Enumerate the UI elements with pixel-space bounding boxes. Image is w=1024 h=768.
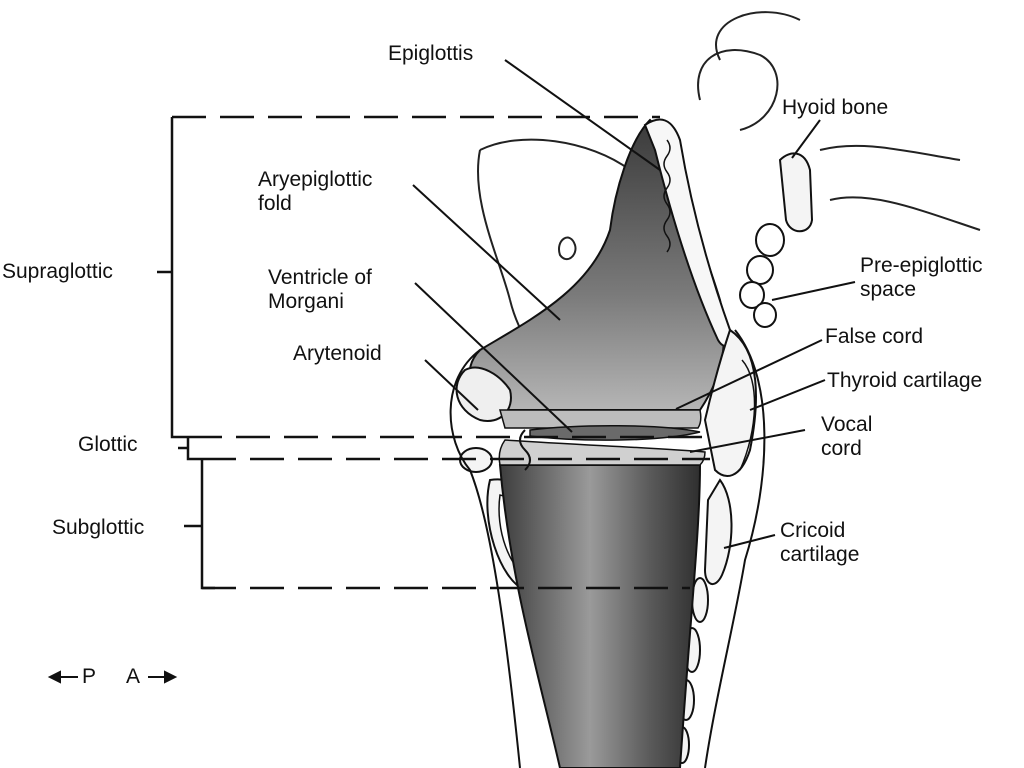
posterior-label: P [82,665,97,688]
leader-lines [412,59,856,549]
false-cord-shape [499,409,702,429]
anterior-label: A [126,665,141,688]
glottic-bracket [186,437,202,461]
laryngeal-vestibule-shape [468,118,725,411]
false-cord-label: False cord [825,325,924,348]
trachea-lumen-shape [498,464,702,768]
region-boundary-lines [172,115,715,590]
subglottic-bracket [200,459,215,590]
supraglottic-label: Supraglottic [2,260,113,283]
epiglottis-label: Epiglottis [388,42,474,65]
glottic-label: Glottic [78,433,138,456]
hyoid-bone-label: Hyoid bone [782,96,889,119]
thyroid-cartilage-label: Thyroid cartilage [827,369,983,392]
outer-walls [449,329,766,768]
orientation-arrows [47,670,178,684]
thyroid-cartilage-shape [703,328,757,477]
subglottic-label: Subglottic [52,516,145,539]
arrow-right-icon [164,670,178,684]
pre-epiglottic-space-shape [739,223,785,328]
cricoid-cartilage-shape [703,478,733,585]
arrow-left-icon [47,670,61,684]
hyoid-bone-shape [778,152,814,233]
supraglottic-bracket [170,117,188,439]
arytenoid-label: Arytenoid [293,342,382,365]
region-brackets [157,117,215,590]
